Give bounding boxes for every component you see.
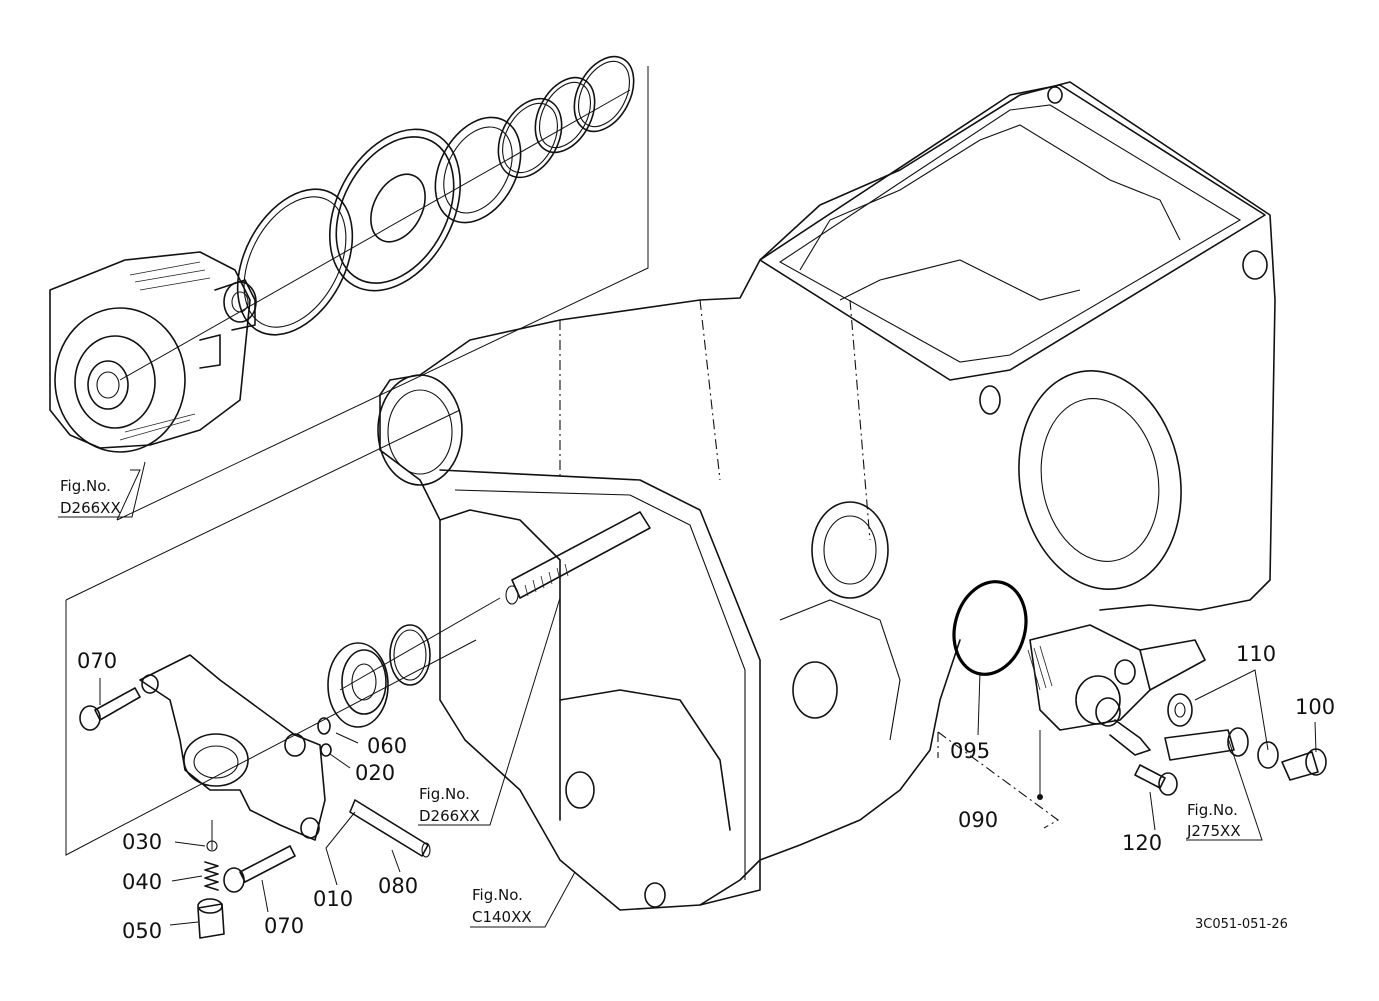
figure-ref-3-line1: Fig.No. (472, 886, 523, 904)
part-label-100: 100 (1295, 695, 1335, 719)
clutch-pack-assembly (49, 55, 635, 453)
figure-ref-2-line2: D266XX (419, 807, 480, 825)
part-label-010: 010 (313, 887, 353, 911)
part-label-070-lower: 070 (264, 914, 304, 938)
figure-ref-1-line2: D266XX (60, 499, 121, 517)
figure-ref-4-line2: J275XX (1186, 822, 1241, 840)
assembly-frames (65, 66, 1060, 856)
part-label-110: 110 (1236, 642, 1276, 666)
part-label-060: 060 (367, 734, 407, 758)
figure-ref-4-line1: Fig.No. (1187, 801, 1238, 819)
figure-ref-1-line1: Fig.No. (60, 477, 111, 495)
part-label-090: 090 (958, 808, 998, 832)
part-label-095: 095 (950, 739, 990, 763)
part-label-120: 120 (1122, 831, 1162, 855)
figure-ref-3-line2: C140XX (472, 908, 532, 926)
shifter-arm-assembly (79, 654, 431, 939)
part-label-030: 030 (122, 830, 162, 854)
transmission-housing (377, 81, 1276, 911)
part-number-labels: 070 060 020 030 040 050 070 010 080 095 … (77, 642, 1335, 943)
bearing-and-ring (327, 597, 501, 728)
part-label-070-upper: 070 (77, 649, 117, 673)
figure-ref-2-line1: Fig.No. (419, 785, 470, 803)
label-leaders (58, 461, 1317, 928)
drawing-code: 3C051-051-26 (1195, 917, 1288, 932)
part-label-040: 040 (122, 870, 162, 894)
figure-references: Fig.No. D266XX Fig.No. D266XX Fig.No. C1… (60, 477, 1241, 926)
control-valve-assembly (952, 580, 1327, 841)
part-label-050: 050 (122, 919, 162, 943)
part-label-020: 020 (355, 761, 395, 785)
part-label-080: 080 (378, 874, 418, 898)
